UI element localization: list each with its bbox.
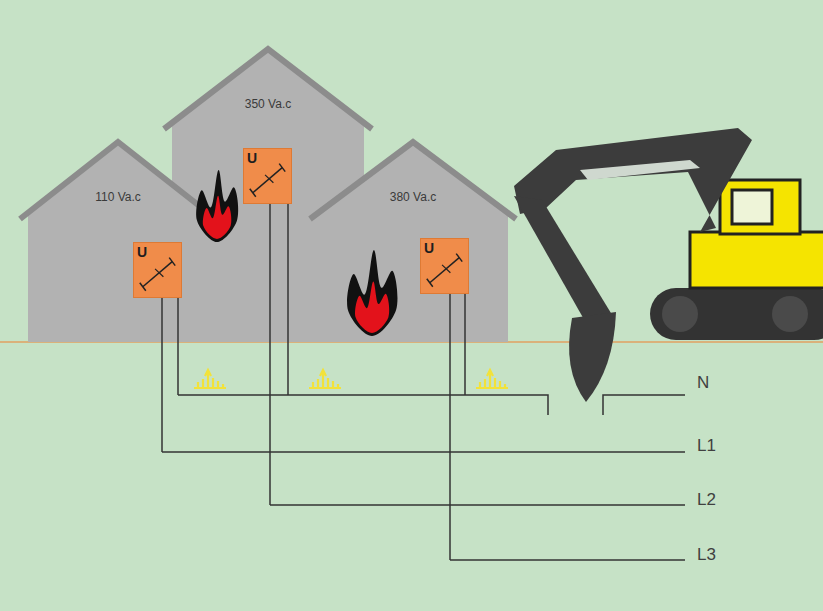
house-wire xyxy=(287,204,289,395)
phase-wire xyxy=(450,559,685,561)
house: 380 Va.cU xyxy=(310,140,516,342)
neutral-wire xyxy=(603,395,685,415)
wheel xyxy=(772,296,808,332)
meter-letter: U xyxy=(133,242,182,262)
line-label: L2 xyxy=(697,490,716,510)
meter-letter: U xyxy=(420,238,469,258)
house-wire xyxy=(464,294,466,395)
fire-core xyxy=(355,281,389,333)
cab-window xyxy=(732,190,772,224)
house-wall xyxy=(318,145,508,342)
meter-box xyxy=(421,239,469,294)
voltage-meter-box: U xyxy=(133,242,182,298)
line-label: L3 xyxy=(697,545,716,565)
house-outline xyxy=(310,140,516,342)
meter-letter: U xyxy=(243,148,292,168)
bucket xyxy=(569,312,616,402)
voltage-meter-box: U xyxy=(243,148,292,204)
spark-symbol xyxy=(309,370,341,388)
stick xyxy=(514,196,614,330)
meter-box xyxy=(244,149,292,204)
neutral-wire xyxy=(178,395,548,415)
roof xyxy=(164,49,372,129)
voltage-label: 110 Va.c xyxy=(20,190,216,204)
fire-core xyxy=(203,196,231,239)
line-label: L1 xyxy=(697,436,716,456)
voltage-meter-box: U xyxy=(420,238,469,294)
spark-symbol xyxy=(194,370,226,388)
house: 110 Va.cU xyxy=(20,140,216,342)
house-wire xyxy=(177,298,179,395)
spark-symbols xyxy=(194,370,508,388)
cab xyxy=(720,180,800,234)
line-label: N xyxy=(697,373,709,393)
house-outline xyxy=(20,140,216,342)
excavator-body xyxy=(690,232,823,288)
wheel xyxy=(662,296,698,332)
supply-wires xyxy=(162,395,685,560)
house-wire xyxy=(449,294,451,560)
roof xyxy=(310,142,516,219)
spark-symbol xyxy=(476,370,508,388)
house-wire xyxy=(161,298,163,452)
meter-box xyxy=(134,243,182,298)
excavator xyxy=(514,128,823,402)
phase-wire xyxy=(270,504,685,506)
boom-slot xyxy=(580,160,700,180)
voltage-label: 380 Va.c xyxy=(310,190,516,204)
house-wire xyxy=(269,204,271,505)
voltage-label: 350 Va.c xyxy=(164,97,372,111)
fire xyxy=(347,250,397,336)
track xyxy=(650,288,823,340)
phase-wire xyxy=(162,451,685,453)
